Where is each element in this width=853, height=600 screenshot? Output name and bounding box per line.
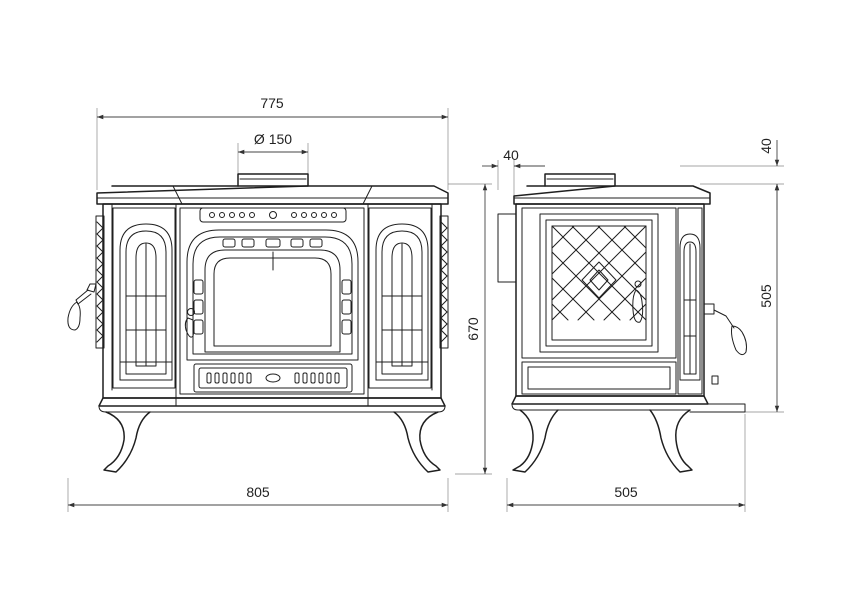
side-top-plate <box>513 185 711 205</box>
side-handle-left <box>67 283 97 331</box>
side-lattice-door <box>539 213 659 353</box>
side-left-leg <box>512 409 559 473</box>
dim-label-775: 775 <box>260 95 284 111</box>
side-arch-window <box>679 233 701 381</box>
left-side-panel <box>119 223 173 381</box>
dimension-lines <box>67 108 784 512</box>
side-view <box>497 173 747 473</box>
top-plate <box>96 185 449 205</box>
flue-collar <box>237 173 309 187</box>
dim-label-505-height: 505 <box>758 284 774 308</box>
fire-door <box>184 229 359 361</box>
dim-label-670: 670 <box>465 317 481 341</box>
front-left-leg <box>103 411 151 473</box>
right-side-panel <box>375 223 429 381</box>
dim-label-805: 805 <box>246 484 270 500</box>
dim-label-40-left: 40 <box>503 147 519 163</box>
side-spigot <box>497 213 517 283</box>
side-base <box>511 395 709 405</box>
side-flue-collar <box>544 173 616 187</box>
dim-label-flue: Ø 150 <box>254 131 292 147</box>
front-right-leg <box>393 411 441 473</box>
front-view <box>67 173 449 473</box>
side-grilles <box>95 215 449 349</box>
front-base <box>98 397 446 407</box>
side-handle-right <box>703 303 747 385</box>
door-handle <box>184 317 195 338</box>
dim-label-505-depth: 505 <box>614 484 638 500</box>
dim-label-40-top: 40 <box>758 138 774 154</box>
side-right-leg <box>649 409 693 473</box>
side-door-handle <box>632 289 644 323</box>
top-vent-strip <box>199 207 347 223</box>
ash-door <box>193 363 353 393</box>
